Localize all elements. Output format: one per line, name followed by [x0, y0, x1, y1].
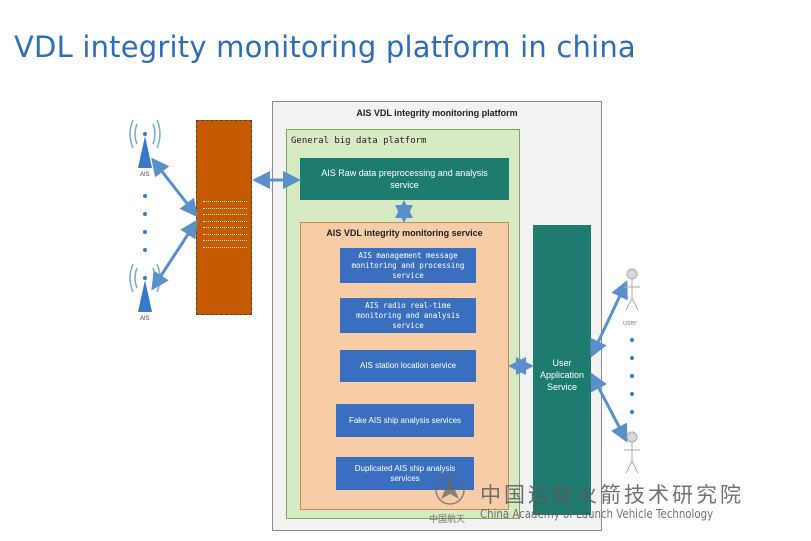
monitoring-service-label: AIS VDL integrity monitoring service [326, 228, 483, 238]
ellipsis-dot [630, 338, 634, 342]
ellipsis-dot [630, 356, 634, 360]
service-box-location: AIS station location service [340, 350, 476, 382]
user-application-service-label: User Application Service [539, 358, 585, 392]
watermark-english: China Academy of Launch Vehicle Technolo… [480, 507, 714, 521]
ellipsis-dot [143, 212, 147, 216]
ais-station-label-top: AIS [140, 172, 150, 178]
page-title: VDL integrity monitoring platform in chi… [14, 30, 636, 64]
ais-station-label-bottom: AIS [140, 316, 150, 322]
gateway-glyph-row [203, 201, 247, 209]
service-box-management: AIS management message monitoring and pr… [340, 248, 476, 283]
ellipsis-dot [143, 194, 147, 198]
data-gateway-block [196, 120, 252, 315]
ellipsis-dot [630, 374, 634, 378]
user-bottom-icon [624, 431, 640, 474]
gateway-glyph-row [203, 227, 247, 235]
ellipsis-dot [143, 248, 147, 252]
service-label-management: AIS management message monitoring and pr… [351, 250, 465, 280]
outer-platform-label: AIS VDL integrity monitoring platform [356, 108, 518, 118]
ais-antenna-bottom-icon [129, 263, 161, 312]
service-label-fake-ship: Fake AIS ship analysis services [348, 415, 462, 425]
service-box-fake-ship: Fake AIS ship analysis services [336, 404, 474, 437]
watermark-small: 中国航天 [429, 514, 466, 524]
gateway-glyph-row [203, 240, 247, 248]
watermark-chinese: 中国运载火箭技术研究院 [480, 483, 744, 507]
user-top-icon [624, 268, 640, 311]
service-label-location: AIS station location service [359, 361, 457, 370]
big-data-platform-label: General big data platform [291, 136, 427, 146]
casc-logo-icon [435, 475, 465, 505]
raw-data-service-label: AIS Raw data preprocessing and analysis … [321, 168, 488, 190]
service-box-radio: AIS radio real-time monitoring and analy… [340, 298, 476, 333]
ais-antenna-top-icon [129, 119, 161, 168]
ellipsis-dot [143, 230, 147, 234]
ellipsis-dot [630, 410, 634, 414]
user-label: user [623, 320, 637, 327]
raw-data-service-box: AIS Raw data preprocessing and analysis … [300, 158, 509, 200]
user-application-service-box: User Application Service [533, 225, 591, 515]
service-label-duplicated-ship: Duplicated AIS ship analysis services [354, 463, 456, 483]
ellipsis-dot [630, 392, 634, 396]
service-label-radio: AIS radio real-time monitoring and analy… [356, 300, 460, 330]
gateway-glyph-row [203, 214, 247, 222]
